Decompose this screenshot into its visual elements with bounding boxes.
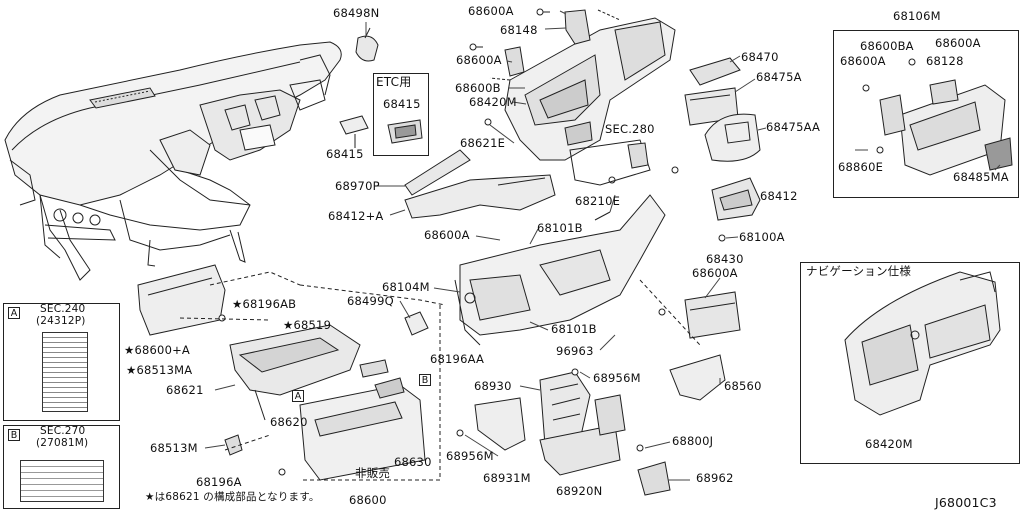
inset-navigation-title: ナビゲーション仕様 xyxy=(806,264,912,278)
label-96963: 96963 xyxy=(556,344,594,358)
part-68430-shape xyxy=(684,291,741,339)
part-68962-shape xyxy=(637,461,671,496)
label-68475A: 68475A xyxy=(756,70,802,84)
label-68519: ★68519 xyxy=(283,318,332,332)
inset-68106M-header: 68106M xyxy=(893,9,941,23)
part-68930-shape xyxy=(539,371,591,446)
part-68600B-shape xyxy=(504,46,525,77)
lower-console-drawing xyxy=(454,194,666,346)
inset-label-68600A-right: 68600A xyxy=(935,36,981,50)
label-68620: 68620 xyxy=(270,415,308,429)
part-68475AA-shape xyxy=(704,113,761,162)
not-for-sale-label: 非販売 xyxy=(355,466,391,480)
label-68100A: 68100A xyxy=(739,230,785,244)
label-68415: 68415 xyxy=(326,147,364,161)
label-68210E: 68210E xyxy=(575,194,621,208)
sec270-reference-box xyxy=(3,425,120,509)
part-68415-shape xyxy=(339,115,369,135)
label-68513MA: ★68513MA xyxy=(126,363,193,377)
part-68148-shape xyxy=(564,9,591,45)
sec240-line2: (24312P) xyxy=(36,315,86,327)
label-68513M: 68513M xyxy=(150,441,198,455)
inset-navigation-part-label: 68420M xyxy=(865,437,913,451)
screw-icons-top xyxy=(469,8,550,126)
sec240-tag: A xyxy=(8,307,20,319)
fuse-label-thumbnail xyxy=(42,332,88,412)
callout-tag-b: B xyxy=(419,374,431,386)
sec240-line1: SEC.240 xyxy=(40,303,86,315)
label-68621E: 68621E xyxy=(460,136,506,150)
part-68931M-shape xyxy=(474,397,526,451)
label-68498N: 68498N xyxy=(333,6,380,20)
sec240-reference-box xyxy=(3,303,120,421)
label-68800J: 68800J xyxy=(672,434,714,448)
sec280-label: SEC.280 xyxy=(605,122,655,136)
label-68420M: 68420M xyxy=(469,95,517,109)
label-68956M-2: 68956M xyxy=(446,449,494,463)
label-68196AA: 68196AA xyxy=(430,352,485,366)
label-68470: 68470 xyxy=(741,50,779,64)
label-68600A-4: 68600A xyxy=(692,266,738,280)
glove-box-drawing xyxy=(137,264,426,481)
label-68430: 68430 xyxy=(706,252,744,266)
label-68600-plus-A: ★68600+A xyxy=(124,343,190,357)
inset-navigation-box xyxy=(800,262,1020,464)
part-68560-shape xyxy=(669,354,726,401)
caution-label-thumbnail xyxy=(20,460,104,502)
etc-box-title: ETC用 xyxy=(376,75,412,89)
label-68930: 68930 xyxy=(474,379,512,393)
label-68600B: 68600B xyxy=(455,81,501,95)
label-68962: 68962 xyxy=(696,471,734,485)
sec280-brackets xyxy=(569,139,651,186)
label-68412A: 68412+A xyxy=(328,209,384,223)
inset-label-68600BA: 68600BA xyxy=(860,39,914,53)
label-68931M: 68931M xyxy=(483,471,531,485)
etc-variant-box xyxy=(373,73,429,156)
label-68104M: 68104M xyxy=(382,280,430,294)
inset-label-68860E: 68860E xyxy=(838,160,884,174)
label-68101B-1: 68101B xyxy=(537,221,583,235)
part-68470-shape xyxy=(689,57,741,86)
inset-label-68485MA: 68485MA xyxy=(953,170,1009,184)
label-68560: 68560 xyxy=(724,379,762,393)
sec270-line1: SEC.270 xyxy=(40,425,86,437)
part-68499Q-shape xyxy=(404,311,429,336)
label-68621: 68621 xyxy=(166,383,204,397)
label-68600A-top: 68600A xyxy=(468,4,514,18)
label-68600A-2: 68600A xyxy=(456,53,502,67)
inset-navigation-drawing xyxy=(844,271,1001,416)
inset-68106M-drawing xyxy=(862,58,1013,176)
inset-label-68128: 68128 xyxy=(926,54,964,68)
footnote: ★は68621 の構成部品となります。 xyxy=(145,491,320,503)
label-68956M-1: 68956M xyxy=(593,371,641,385)
label-68148: 68148 xyxy=(500,23,538,37)
diagram-code: J68001C3 xyxy=(935,495,997,510)
label-leader-lines xyxy=(204,10,1001,481)
label-68920N: 68920N xyxy=(556,484,603,498)
label-68970P: 68970P xyxy=(335,179,380,193)
sec270-tag: B xyxy=(8,429,20,441)
label-68600A-3: 68600A xyxy=(424,228,470,242)
label-68499Q: 68499Q xyxy=(347,294,394,308)
part-68412A-shape xyxy=(404,174,556,219)
etc-box-part-label: 68415 xyxy=(383,97,421,111)
dashboard-assembly-drawing xyxy=(4,41,342,281)
inset-68106M-box xyxy=(833,30,1019,198)
label-68101B-2: 68101B xyxy=(551,322,597,336)
label-68600: 68600 xyxy=(349,493,387,507)
sec270-line2: (27081M) xyxy=(36,437,89,449)
label-68630: 68630 xyxy=(394,455,432,469)
part-68498N-shape xyxy=(355,35,379,62)
label-68196AB: ★68196AB xyxy=(232,297,297,311)
leader-dashed-lines xyxy=(179,271,701,481)
label-68196A: 68196A xyxy=(196,475,242,489)
label-68475AA: 68475AA xyxy=(766,120,821,134)
label-68412: 68412 xyxy=(760,189,798,203)
part-68970P-shape xyxy=(404,149,471,196)
inset-label-68600A-left: 68600A xyxy=(840,54,886,68)
callout-tag-a: A xyxy=(292,390,304,402)
center-finisher-drawing xyxy=(489,9,676,161)
